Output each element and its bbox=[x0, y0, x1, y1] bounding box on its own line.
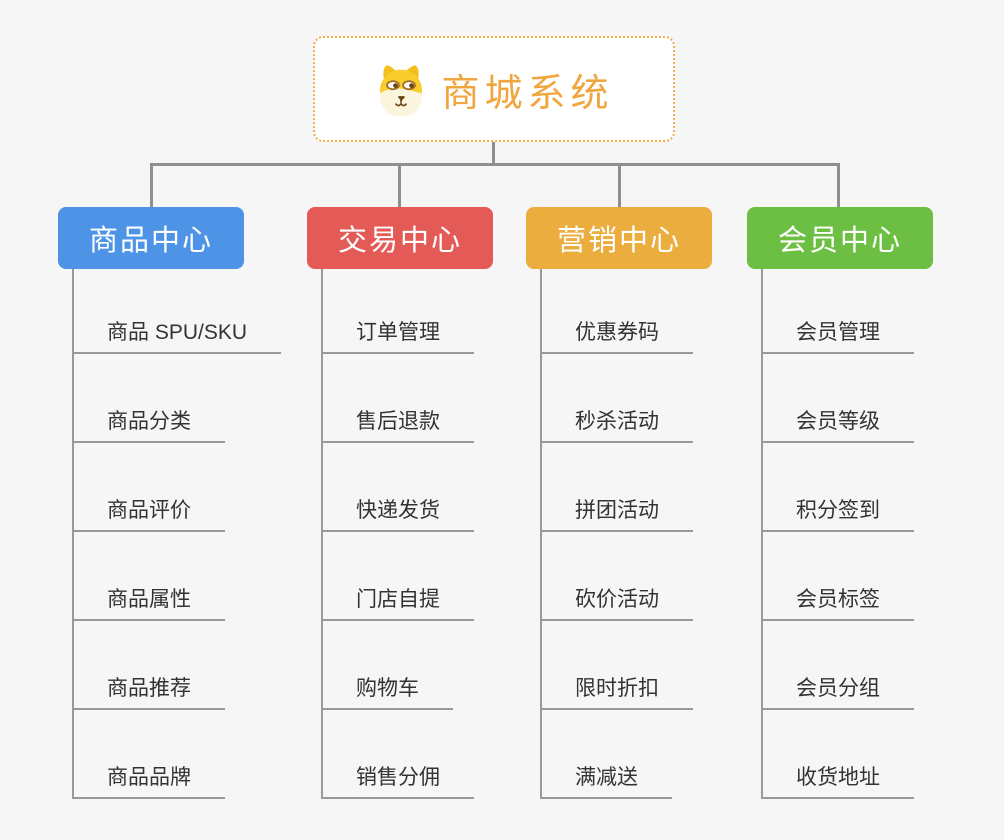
node-item-label: 快递发货 bbox=[356, 499, 440, 522]
branch-header-member-center[interactable]: 会员中心 bbox=[747, 207, 933, 269]
node-item[interactable]: 商品推荐 bbox=[74, 621, 225, 710]
branch-header-marketing-center[interactable]: 营销中心 bbox=[526, 207, 712, 269]
branch-trade-center: 交易中心 订单管理 售后退款 快递发货 门店自提 购物车 销售分佣 bbox=[307, 207, 493, 799]
node-item-label: 拼团活动 bbox=[575, 499, 659, 522]
node-item-label: 积分签到 bbox=[796, 499, 880, 522]
branch-items-product-center: 商品 SPU/SKU 商品分类 商品评价 商品属性 商品推荐 商品品牌 bbox=[72, 269, 282, 799]
dog-face-icon bbox=[374, 62, 428, 116]
node-item-label: 门店自提 bbox=[356, 588, 440, 611]
node-item[interactable]: 积分签到 bbox=[763, 443, 914, 532]
node-item[interactable]: 销售分佣 bbox=[323, 710, 474, 799]
node-item[interactable]: 订单管理 bbox=[323, 269, 474, 354]
branch-header-product-center[interactable]: 商品中心 bbox=[58, 207, 244, 269]
connector-root-trunk bbox=[492, 141, 495, 164]
node-item-label: 限时折扣 bbox=[575, 677, 659, 700]
node-item[interactable]: 商品 SPU/SKU bbox=[74, 269, 282, 354]
node-item-label: 会员等级 bbox=[796, 410, 880, 433]
node-item-label: 售后退款 bbox=[356, 410, 440, 433]
node-item[interactable]: 会员标签 bbox=[763, 532, 914, 621]
node-item-label: 满减送 bbox=[575, 766, 638, 789]
node-item[interactable]: 拼团活动 bbox=[542, 443, 693, 532]
node-item[interactable]: 售后退款 bbox=[323, 354, 474, 443]
node-item-label: 购物车 bbox=[356, 677, 419, 700]
root-title: 商城系统 bbox=[441, 72, 614, 115]
node-item-label: 销售分佣 bbox=[356, 766, 440, 789]
branch-items-member-center: 会员管理 会员等级 积分签到 会员标签 会员分组 收货地址 bbox=[761, 269, 933, 799]
node-item-label: 会员分组 bbox=[796, 677, 880, 700]
node-item-label: 会员管理 bbox=[796, 321, 880, 344]
node-item[interactable]: 商品评价 bbox=[74, 443, 225, 532]
node-item[interactable]: 限时折扣 bbox=[542, 621, 693, 710]
node-item-label: 收货地址 bbox=[796, 766, 880, 789]
node-item-label: 商品 SPU/SKU bbox=[107, 321, 248, 344]
node-item[interactable]: 秒杀活动 bbox=[542, 354, 693, 443]
connector-drop-trade bbox=[398, 163, 401, 209]
node-item[interactable]: 门店自提 bbox=[323, 532, 474, 621]
node-item[interactable]: 会员等级 bbox=[763, 354, 914, 443]
connector-drop-products bbox=[150, 163, 153, 209]
node-item-label: 会员标签 bbox=[796, 588, 880, 611]
node-item-label: 商品分类 bbox=[107, 410, 191, 433]
node-item-label: 商品品牌 bbox=[107, 766, 191, 789]
connector-bus bbox=[150, 163, 840, 166]
node-item[interactable]: 优惠券码 bbox=[542, 269, 693, 354]
node-item[interactable]: 收货地址 bbox=[763, 710, 914, 799]
node-item-label: 订单管理 bbox=[356, 321, 440, 344]
node-item[interactable]: 会员分组 bbox=[763, 621, 914, 710]
node-item-label: 商品推荐 bbox=[107, 677, 191, 700]
node-item[interactable]: 满减送 bbox=[542, 710, 672, 799]
branch-items-marketing-center: 优惠券码 秒杀活动 拼团活动 砍价活动 限时折扣 满减送 bbox=[540, 269, 712, 799]
node-item[interactable]: 商品属性 bbox=[74, 532, 225, 621]
branch-marketing-center: 营销中心 优惠券码 秒杀活动 拼团活动 砍价活动 限时折扣 满减送 bbox=[526, 207, 712, 799]
node-item[interactable]: 购物车 bbox=[323, 621, 453, 710]
node-item[interactable]: 快递发货 bbox=[323, 443, 474, 532]
branch-member-center: 会员中心 会员管理 会员等级 积分签到 会员标签 会员分组 收货地址 bbox=[747, 207, 933, 799]
node-item-label: 商品评价 bbox=[107, 499, 191, 522]
branch-items-trade-center: 订单管理 售后退款 快递发货 门店自提 购物车 销售分佣 bbox=[321, 269, 493, 799]
connector-drop-members bbox=[837, 163, 840, 209]
branch-product-center: 商品中心 商品 SPU/SKU 商品分类 商品评价 商品属性 商品推荐 商品品牌 bbox=[58, 207, 282, 799]
node-item[interactable]: 砍价活动 bbox=[542, 532, 693, 621]
node-item-label: 商品属性 bbox=[107, 588, 191, 611]
connector-drop-marketing bbox=[618, 163, 621, 209]
node-item-label: 优惠券码 bbox=[575, 321, 659, 344]
branch-header-trade-center[interactable]: 交易中心 bbox=[307, 207, 493, 269]
node-item[interactable]: 商品分类 bbox=[74, 354, 225, 443]
node-item-label: 秒杀活动 bbox=[575, 410, 659, 433]
node-item[interactable]: 会员管理 bbox=[763, 269, 914, 354]
node-item-label: 砍价活动 bbox=[575, 588, 659, 611]
node-item[interactable]: 商品品牌 bbox=[74, 710, 225, 799]
root-node[interactable]: 商城系统 bbox=[313, 36, 675, 142]
